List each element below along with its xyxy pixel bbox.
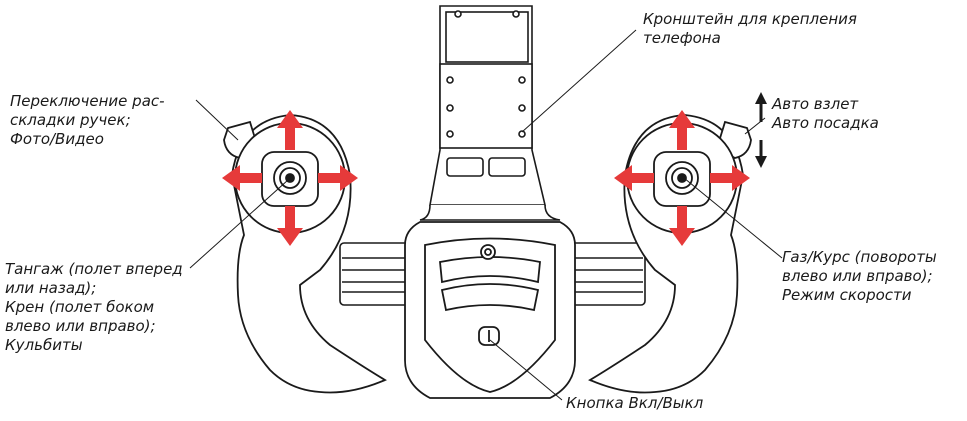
arrow-down — [669, 206, 695, 246]
right-stick-arrows — [614, 110, 750, 246]
auto-takeoff-landing-label: Авто взлет Авто посадка — [772, 95, 879, 132]
arrow-up — [277, 110, 303, 150]
arrow-down — [277, 206, 303, 246]
right-stick-label: Газ/Курс (повороты влево или вправо); Ре… — [782, 248, 937, 304]
phone-mount-label: Кронштейн для крепления телефона — [643, 10, 857, 47]
arrow-up — [669, 110, 695, 150]
arrow-right — [710, 165, 750, 191]
center-body — [404, 221, 576, 399]
layout-switch-label: Переключение рас- складки ручек; Фото/Ви… — [10, 92, 165, 148]
power-button-label: Кнопка Вкл/Выкл — [566, 394, 704, 412]
left-stick-arrows — [222, 110, 358, 246]
arrow-left — [222, 165, 262, 191]
phone-mount — [419, 5, 561, 221]
leader-lines — [189, 29, 783, 401]
arrow-right — [318, 165, 358, 191]
arrow-left — [614, 165, 654, 191]
left-stick-label: Тангаж (полет вперед или назад); Крен (п… — [5, 260, 183, 354]
